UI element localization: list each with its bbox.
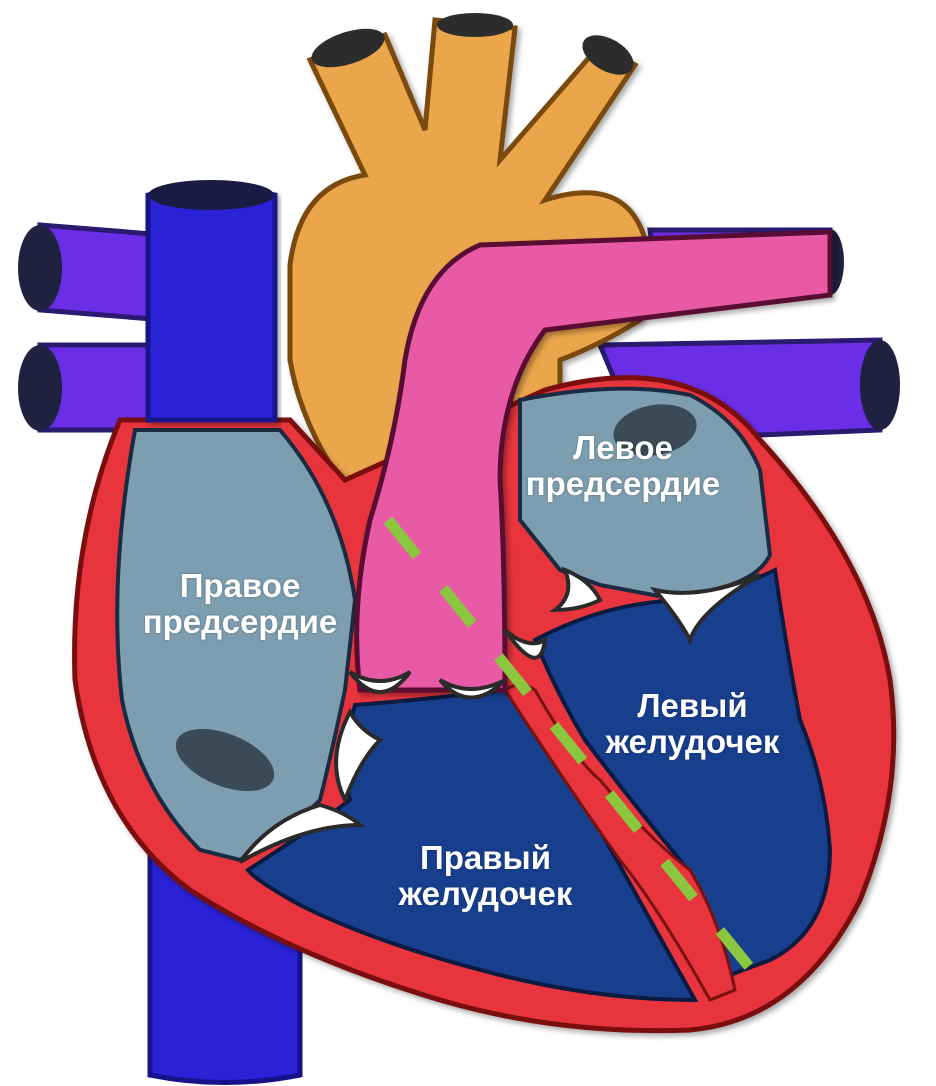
label-left-ventricle: Левый желудочек xyxy=(585,688,800,760)
label-left-atrium-line1: Левое xyxy=(508,430,738,466)
vessel-opening-icon xyxy=(148,180,274,210)
vessel-opening-icon xyxy=(860,340,900,430)
label-left-atrium-line2: предсердие xyxy=(508,466,738,502)
superior-vena-cava xyxy=(148,188,275,421)
vessel-opening-icon xyxy=(18,345,62,431)
label-right-ventricle: Правый желудочек xyxy=(378,840,593,912)
label-right-ventricle-line1: Правый xyxy=(378,840,593,876)
label-right-ventricle-line2: желудочек xyxy=(378,876,593,912)
vessel-opening-icon xyxy=(18,225,62,311)
label-right-atrium: Правое предсердие xyxy=(130,568,350,640)
label-left-ventricle-line1: Левый xyxy=(585,688,800,724)
vessel-opening-icon xyxy=(437,13,513,37)
label-left-ventricle-line2: желудочек xyxy=(585,724,800,760)
label-left-atrium: Левое предсердие xyxy=(508,430,738,502)
label-right-atrium-line1: Правое xyxy=(130,568,350,604)
label-right-atrium-line2: предсердие xyxy=(130,604,350,640)
